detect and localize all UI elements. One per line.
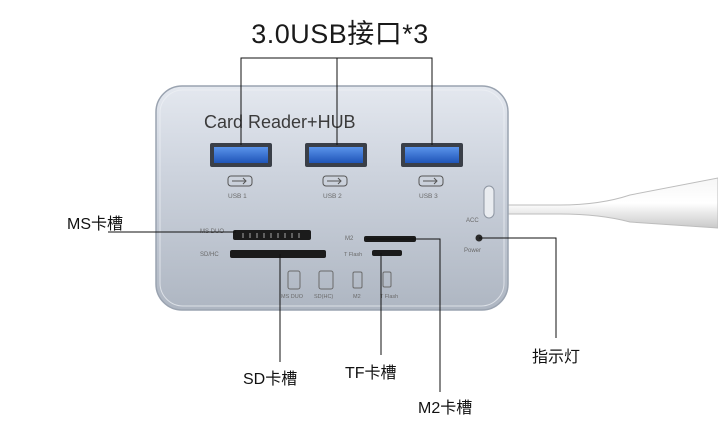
acc-indicator [483,185,495,219]
t-flash-icon-label: T Flash [380,294,398,300]
tf-card-icon [382,271,392,288]
sd-card-icon [318,270,334,290]
ms-duo-card-icon [287,270,301,290]
ms-duo-slot [233,230,311,240]
callout-lines [108,57,557,392]
usb-cable [504,177,718,229]
m2-icon-label: M2 [353,294,361,300]
m2-card-icon [352,271,363,289]
usb-port-2 [305,143,367,167]
m2-slot-callout: M2卡槽 [418,400,473,417]
usb-2-label: USB 2 [323,193,342,200]
usb-1-label: USB 1 [228,193,247,200]
sd-slot [230,250,326,258]
card-type-icons [287,270,392,290]
page-title: 3.0USB接口*3 [251,19,429,49]
m2-slot-label: M2 [345,236,354,242]
sd-hc-slot-label: SD/HC [200,252,219,258]
ms-slot-callout: MS卡槽 [67,216,124,233]
acc-label: ACC [466,218,479,224]
brand-text: Card Reader+HUB [204,112,356,132]
usb-port-3 [401,143,463,167]
usb-port-1 [210,143,272,167]
t-flash-slot-label: T Flash [344,252,362,258]
m2-callout-line [366,238,441,392]
sd-hc-icon-label: SD(HC) [314,294,333,300]
tf-slot [372,250,402,256]
usb-3-label: USB 3 [419,193,438,200]
usb-symbol-icon [227,175,444,187]
sd-slot-callout: SD卡槽 [243,371,298,388]
ms-duo-icon-label: MS DUO [281,294,304,300]
power-label: Power [464,248,481,254]
indicator-callout-line [479,237,557,338]
tf-slot-callout: TF卡槽 [345,365,397,382]
indicator-callout: 指示灯 [532,349,581,366]
